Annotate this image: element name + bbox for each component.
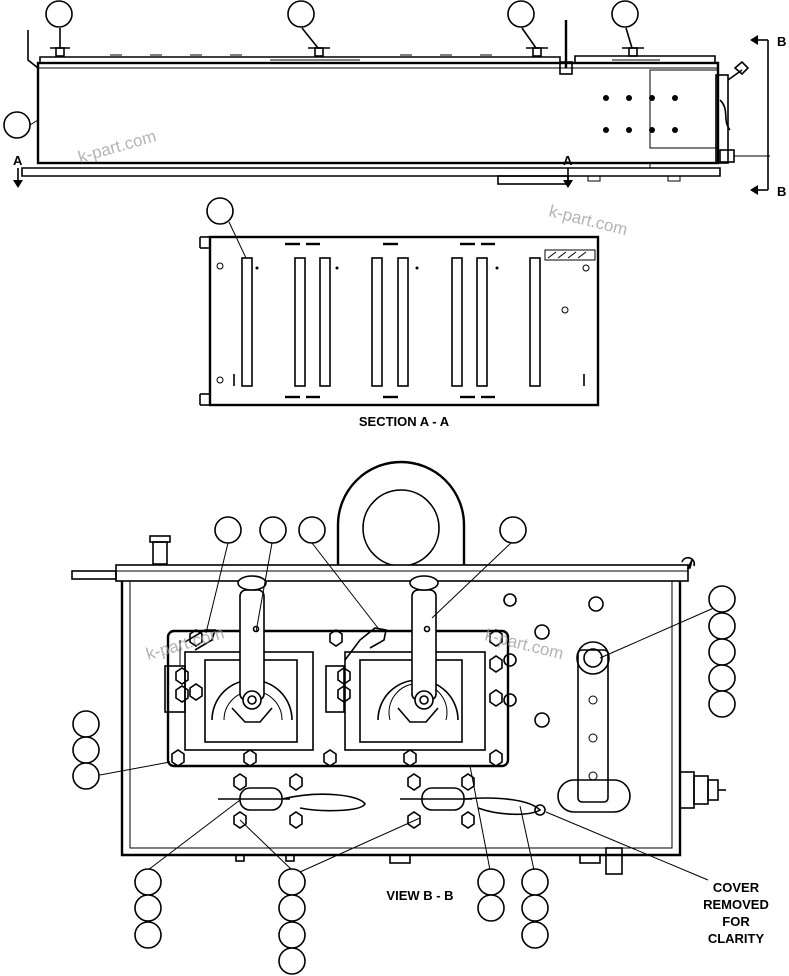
callout-bubble xyxy=(278,868,306,896)
watermark-2: k-part.com xyxy=(547,201,630,239)
callout-bubble xyxy=(72,762,100,790)
callout-bubble xyxy=(134,921,162,949)
callout-bubble xyxy=(708,585,736,613)
callout-bubble xyxy=(477,868,505,896)
cover-note-line-4: CLARITY xyxy=(708,931,765,946)
top-side-view: A A B B xyxy=(13,20,786,199)
view-b-marker-top: B xyxy=(777,34,786,49)
callout-bubble xyxy=(521,894,549,922)
cover-note-line-2: REMOVED xyxy=(703,897,769,912)
view-b-marker-bottom: B xyxy=(777,184,786,199)
callout-bubble xyxy=(278,921,306,949)
view-b-drawing: VIEW B - B COVER REMOVED FOR CLARITY xyxy=(71,460,769,946)
callout-bubble xyxy=(278,894,306,922)
callout-bubble xyxy=(45,0,73,28)
section-a-title: SECTION A - A xyxy=(359,414,450,429)
callout-bubble xyxy=(708,612,736,640)
section-a-view: SECTION A - A xyxy=(199,221,600,429)
cover-removed-note: COVER REMOVED FOR CLARITY xyxy=(703,880,769,946)
callout-bubble xyxy=(287,0,315,28)
cover-note-line-3: FOR xyxy=(722,914,750,929)
view-b-title: VIEW B - B xyxy=(386,888,453,903)
callout-bubble xyxy=(611,0,639,28)
callout-bubble xyxy=(278,947,306,975)
callout-bubbles xyxy=(3,0,736,975)
cover-note-line-1: COVER xyxy=(713,880,760,895)
watermark-4: k-part.com xyxy=(483,625,566,663)
callout-bubble xyxy=(477,894,505,922)
callout-bubble xyxy=(134,868,162,896)
callout-bubble xyxy=(134,894,162,922)
callout-bubble xyxy=(521,868,549,896)
callout-bubble xyxy=(708,690,736,718)
section-a-marker-right: A xyxy=(563,153,573,168)
watermark-1: k-part.com xyxy=(76,126,158,166)
callout-bubble xyxy=(499,516,527,544)
section-a-marker-left: A xyxy=(13,153,23,168)
callout-bubble xyxy=(259,516,287,544)
callout-bubble xyxy=(298,516,326,544)
callout-bubble xyxy=(507,0,535,28)
callout-bubble xyxy=(521,921,549,949)
callout-bubble xyxy=(3,111,31,139)
callout-bubble xyxy=(72,710,100,738)
callout-bubble xyxy=(72,736,100,764)
callout-bubble xyxy=(206,197,234,225)
callout-bubble xyxy=(708,664,736,692)
callout-bubble xyxy=(214,516,242,544)
callout-bubble xyxy=(708,638,736,666)
